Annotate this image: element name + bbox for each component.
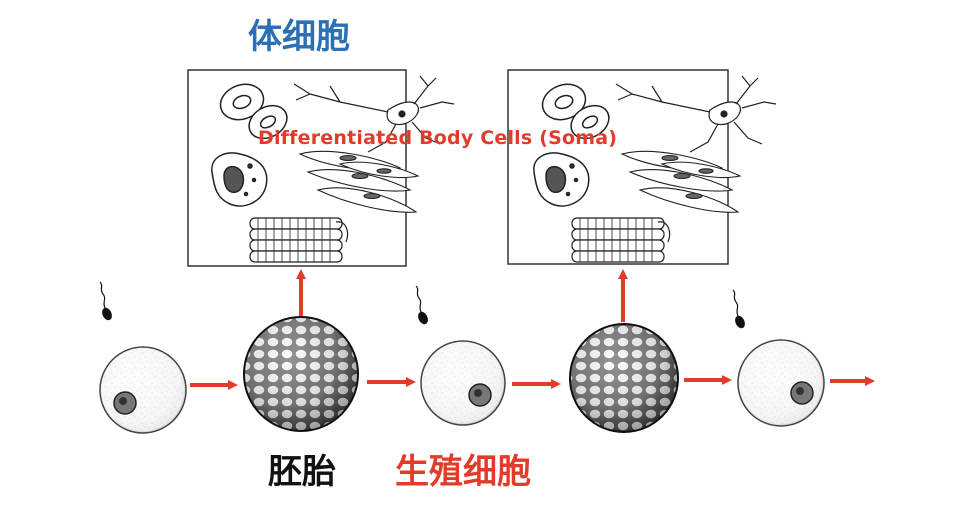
embryo-ball-icon	[243, 316, 359, 432]
differentiated-cells-label: Differentiated Body Cells (Soma)	[258, 127, 618, 149]
sperm-icon	[99, 281, 115, 323]
egg-cell-icon	[737, 339, 825, 427]
sperm-icon	[415, 285, 431, 327]
body-cells-panel-right	[507, 69, 777, 265]
egg-cell-icon	[420, 340, 506, 426]
sperm-icon	[732, 289, 748, 331]
embryo-label: 胚胎	[268, 452, 336, 492]
egg-cell-icon	[99, 346, 187, 434]
germ-cells-label: 生殖细胞	[395, 452, 531, 492]
embryo-ball-icon	[569, 323, 679, 433]
soma-title: 体细胞	[248, 17, 350, 57]
body-cells-panel-left	[187, 69, 455, 267]
